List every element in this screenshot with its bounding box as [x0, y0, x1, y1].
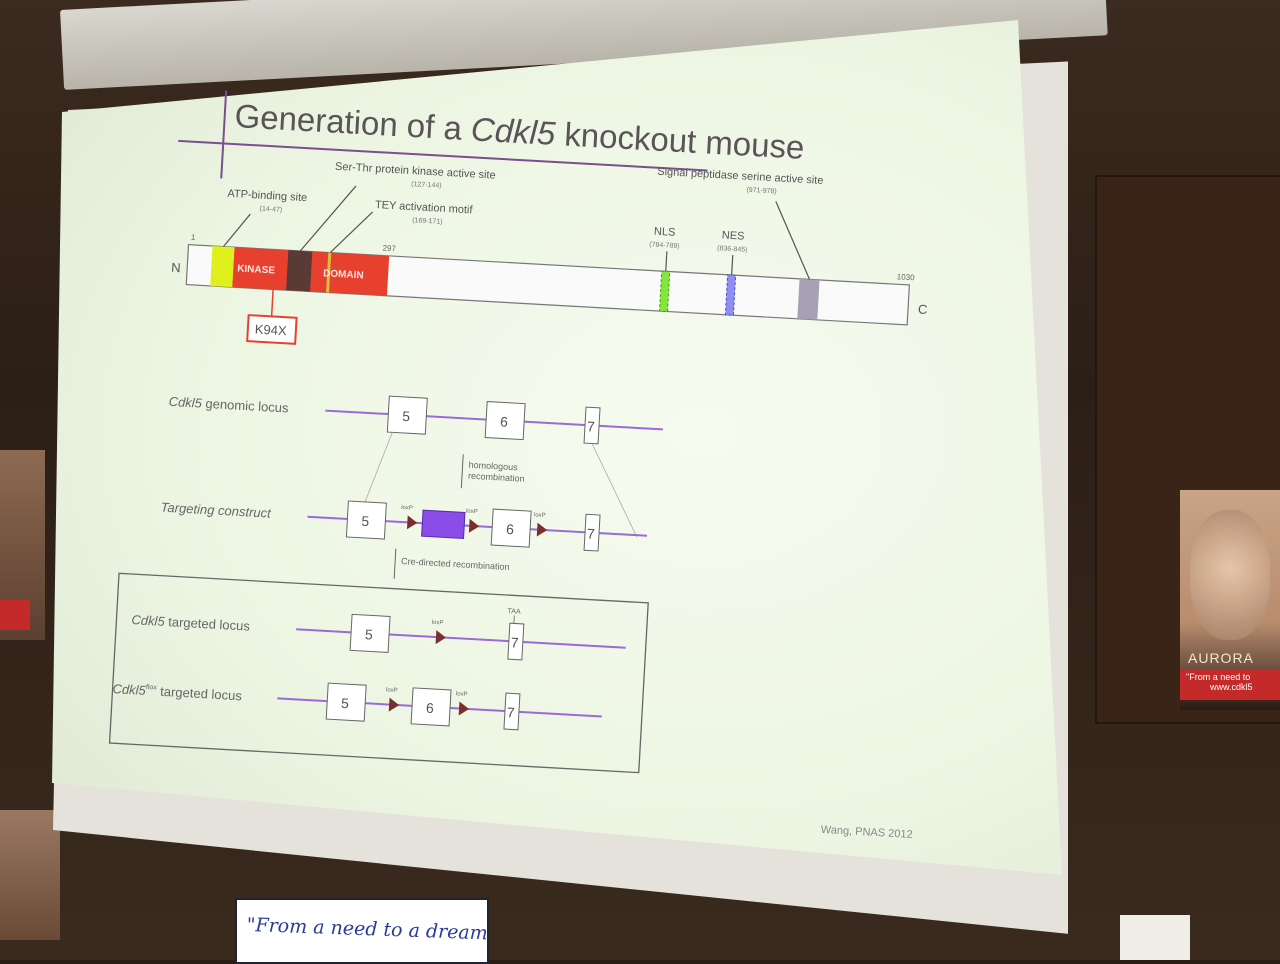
tey-label: TEY activation motif — [375, 199, 474, 216]
targeted-locus-label: Cdkl5 targeted locus — [131, 612, 251, 634]
atp-binding-label: ATP-binding site — [227, 188, 307, 204]
targeted-loxp-label: loxP — [432, 620, 444, 627]
flox-exon-6-label: 6 — [426, 700, 435, 716]
flox-locus-label: Cdkl5flox targeted locus — [112, 681, 243, 703]
loxp-site-2 — [469, 519, 480, 534]
loxp-site-3 — [537, 523, 548, 538]
targeting-exon-5-label: 5 — [361, 513, 370, 529]
nls-pointer — [666, 251, 667, 271]
targeted-exon-7-label: 7 — [510, 634, 519, 650]
genomic-exon-7-label: 7 — [587, 418, 596, 434]
targeting-exon-6-label: 6 — [506, 521, 515, 537]
nes-pointer — [732, 255, 733, 275]
cre-label: Cre-directed recombination — [401, 556, 510, 572]
n-terminus-label: N — [171, 260, 181, 276]
cre-arrow — [394, 549, 396, 579]
slide-citation: Wang, PNAS 2012 — [820, 824, 912, 841]
taa-label: TAA — [507, 608, 521, 616]
atp-binding-region — [210, 246, 234, 287]
title-vertical-rule — [221, 91, 226, 179]
ser-thr-active-region — [286, 250, 312, 291]
flox-loxp-1 — [389, 698, 400, 713]
nes-label: NES — [722, 229, 745, 242]
targeted-loxp — [436, 630, 447, 645]
homologous-label-2: recombination — [468, 471, 525, 484]
nls-label: NLS — [654, 226, 676, 239]
flox-loxp-label-2: loxP — [456, 691, 468, 698]
signal-peptidase-region — [797, 279, 819, 320]
ser-thr-pointer — [300, 183, 356, 254]
kinase-end-number: 297 — [382, 244, 396, 254]
ser-thr-label: Ser-Thr protein kinase active site — [335, 161, 496, 182]
domain-label: DOMAIN — [323, 268, 364, 281]
loxp-label-2: loxP — [466, 509, 478, 516]
targeting-exon-7-label: 7 — [587, 525, 596, 541]
kinase-label: KINASE — [237, 263, 276, 276]
k94x-label: K94X — [254, 322, 287, 339]
flox-exon-7-label: 7 — [506, 704, 515, 720]
end-number: 1030 — [897, 272, 916, 282]
signal-peptidase-range: (971-978) — [746, 187, 777, 196]
neo-cassette — [422, 510, 465, 538]
genomic-exon-6-label: 6 — [500, 413, 509, 429]
signal-peptidase-pointer — [772, 201, 814, 279]
loxp-label-3: loxP — [534, 512, 546, 519]
nls-range: (784-789) — [649, 241, 680, 250]
ser-thr-range: (127-144) — [411, 181, 442, 190]
flox-exon-5-label: 5 — [341, 695, 350, 711]
loxp-label-1: loxP — [401, 505, 413, 512]
targeted-locus-line — [296, 629, 625, 647]
start-number: 1 — [191, 233, 196, 242]
signal-peptidase-label: Signal peptidase serine active site — [657, 166, 824, 187]
flox-loxp-label-1: loxP — [386, 687, 398, 694]
tey-range: (169-171) — [412, 217, 443, 226]
c-terminus-label: C — [918, 301, 928, 317]
genomic-locus-label: Cdkl5 genomic locus — [168, 394, 289, 416]
slide-title: Generation of a Cdkl5 knockout mouse — [234, 97, 806, 166]
tey-pointer — [330, 210, 372, 255]
genomic-exon-5-label: 5 — [402, 408, 411, 424]
result-box — [110, 573, 649, 772]
targeted-exon-5-label: 5 — [365, 626, 374, 642]
flox-loxp-2 — [459, 701, 470, 716]
k94x-pointer — [272, 289, 274, 316]
atp-binding-range: (14-47) — [259, 206, 282, 214]
atp-pointer — [223, 213, 250, 248]
homologous-arrow — [461, 454, 463, 488]
loxp-site-1 — [407, 515, 418, 530]
targeting-construct-label: Targeting construct — [160, 500, 272, 521]
nes-range: (836-845) — [717, 245, 748, 254]
